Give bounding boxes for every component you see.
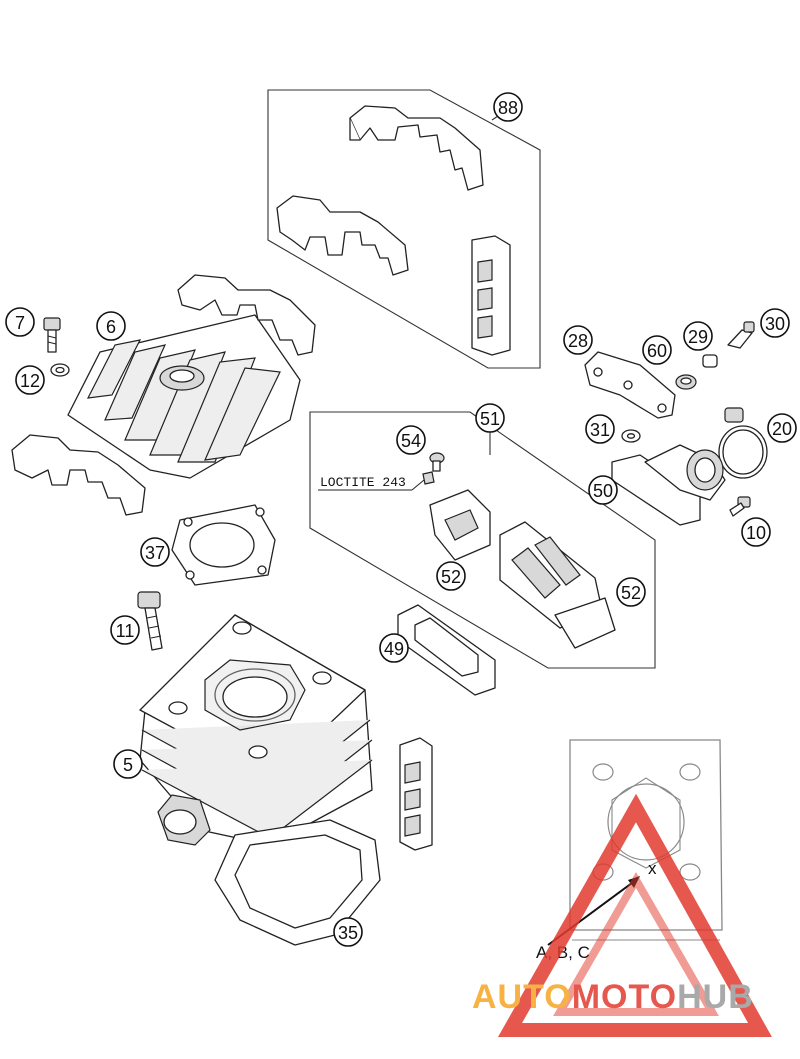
base-gasket: [214, 819, 381, 946]
callout-35-label: 35: [338, 923, 358, 943]
callout-31-label: 31: [590, 420, 610, 440]
inset-mark: x: [648, 859, 657, 878]
watermark-part-1: AUTO: [472, 978, 572, 1016]
callout-10: 10: [741, 517, 771, 547]
callout-7-label: 7: [15, 313, 25, 333]
callout-30-label: 30: [765, 314, 785, 334]
callout-52-left: 52: [436, 561, 466, 591]
callout-10-label: 10: [746, 523, 766, 543]
callout-6-label: 6: [106, 317, 116, 337]
head-clip-upper: [349, 105, 484, 191]
transfer-port-gasket: [399, 737, 433, 851]
watermark-logo: AUTOMOTOHUB: [472, 793, 772, 1037]
manifold-bolt: [729, 496, 751, 517]
reed-screw: [422, 452, 445, 485]
callout-29: 29: [683, 321, 713, 351]
spacer-sleeve: [702, 354, 718, 368]
head-clip-lower: [276, 195, 409, 276]
head-bolt: [43, 317, 61, 353]
callout-31: 31: [585, 414, 615, 444]
gasket-strip-88: [471, 235, 511, 356]
callout-6: 6: [96, 311, 126, 341]
callout-60-label: 60: [647, 341, 667, 361]
callout-49-label: 49: [384, 639, 404, 659]
callout-88-label: 88: [498, 98, 518, 118]
callout-52-left-label: 52: [441, 567, 461, 587]
callout-50-label: 50: [593, 481, 613, 501]
reed-gasket: [397, 604, 496, 696]
loctite-label: LOCTITE 243: [320, 475, 406, 490]
callout-12: 12: [15, 365, 45, 395]
callout-28: 28: [563, 325, 593, 355]
svg-text:AUTOMOTOHUB: AUTOMOTOHUB: [472, 978, 754, 1016]
callout-88: 88: [493, 92, 523, 122]
head-gasket: [171, 504, 276, 586]
flat-washer: [621, 429, 641, 443]
callout-49: 49: [379, 633, 409, 663]
callout-54-label: 54: [401, 431, 421, 451]
kit-51-frame: [309, 411, 656, 669]
callout-60: 60: [642, 335, 672, 365]
callout-12-label: 12: [20, 371, 40, 391]
callout-37-label: 37: [145, 543, 165, 563]
callout-51-label: 51: [480, 409, 500, 429]
head-clip-left-bottom: [11, 434, 146, 516]
head-washer: [50, 363, 70, 377]
loctite-note: LOCTITE 243: [318, 475, 425, 491]
reed-block: [499, 521, 603, 629]
cylinder-head: [67, 314, 301, 479]
callout-52-right: 52: [616, 577, 646, 607]
callout-54: 54: [396, 425, 426, 455]
intake-manifold: [611, 444, 726, 526]
callout-50: 50: [588, 475, 618, 505]
callout-35: 35: [333, 917, 363, 947]
callout-7: 7: [5, 307, 35, 337]
hose-clamp: [718, 407, 768, 479]
cylinder: [139, 614, 373, 846]
cylinder-stud: [137, 591, 163, 651]
callout-5-label: 5: [123, 755, 133, 775]
callout-11: 11: [110, 615, 140, 645]
watermark-part-2: MOTO: [572, 978, 677, 1016]
bracket-bushing: [675, 374, 697, 390]
reed-petal-lower: [554, 597, 616, 649]
callout-37: 37: [140, 537, 170, 567]
bracket-bolt: [727, 321, 755, 349]
callout-51: 51: [475, 403, 505, 433]
callout-52-right-label: 52: [621, 583, 641, 603]
callout-30: 30: [760, 308, 790, 338]
callout-20-label: 20: [772, 419, 792, 439]
callout-29-label: 29: [688, 327, 708, 347]
callout-28-label: 28: [568, 331, 588, 351]
callout-11-label: 11: [116, 621, 135, 641]
watermark-part-3: HUB: [677, 978, 754, 1016]
intake-bracket: [584, 351, 676, 419]
cylinder-top-inset: [569, 739, 723, 941]
callout-5: 5: [113, 749, 143, 779]
head-clip-left-top: [177, 274, 316, 356]
callout-20: 20: [767, 413, 797, 443]
reed-petal-upper: [429, 489, 491, 561]
